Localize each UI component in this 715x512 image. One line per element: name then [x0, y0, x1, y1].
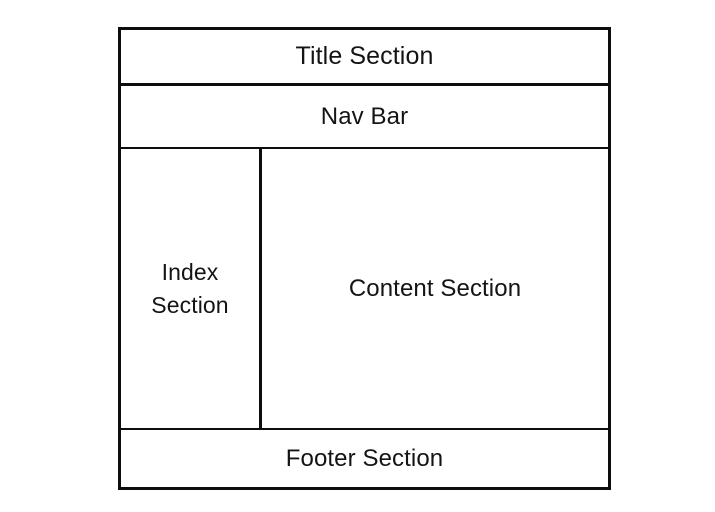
wireframe-frame: Title Section Nav Bar Index Section Cont… — [118, 27, 611, 490]
nav-bar-box: Nav Bar — [121, 86, 608, 149]
content-section-label: Content Section — [348, 274, 522, 302]
footer-section-label: Footer Section — [285, 444, 444, 472]
nav-bar-label: Nav Bar — [320, 102, 409, 130]
index-section-label: Index Section — [151, 258, 229, 318]
content-section-box: Content Section — [262, 149, 608, 428]
middle-row: Index Section Content Section — [121, 149, 608, 430]
index-section-box: Index Section — [121, 149, 262, 428]
title-section-box: Title Section — [121, 30, 608, 86]
footer-section-box: Footer Section — [121, 430, 608, 487]
title-section-label: Title Section — [295, 42, 434, 71]
